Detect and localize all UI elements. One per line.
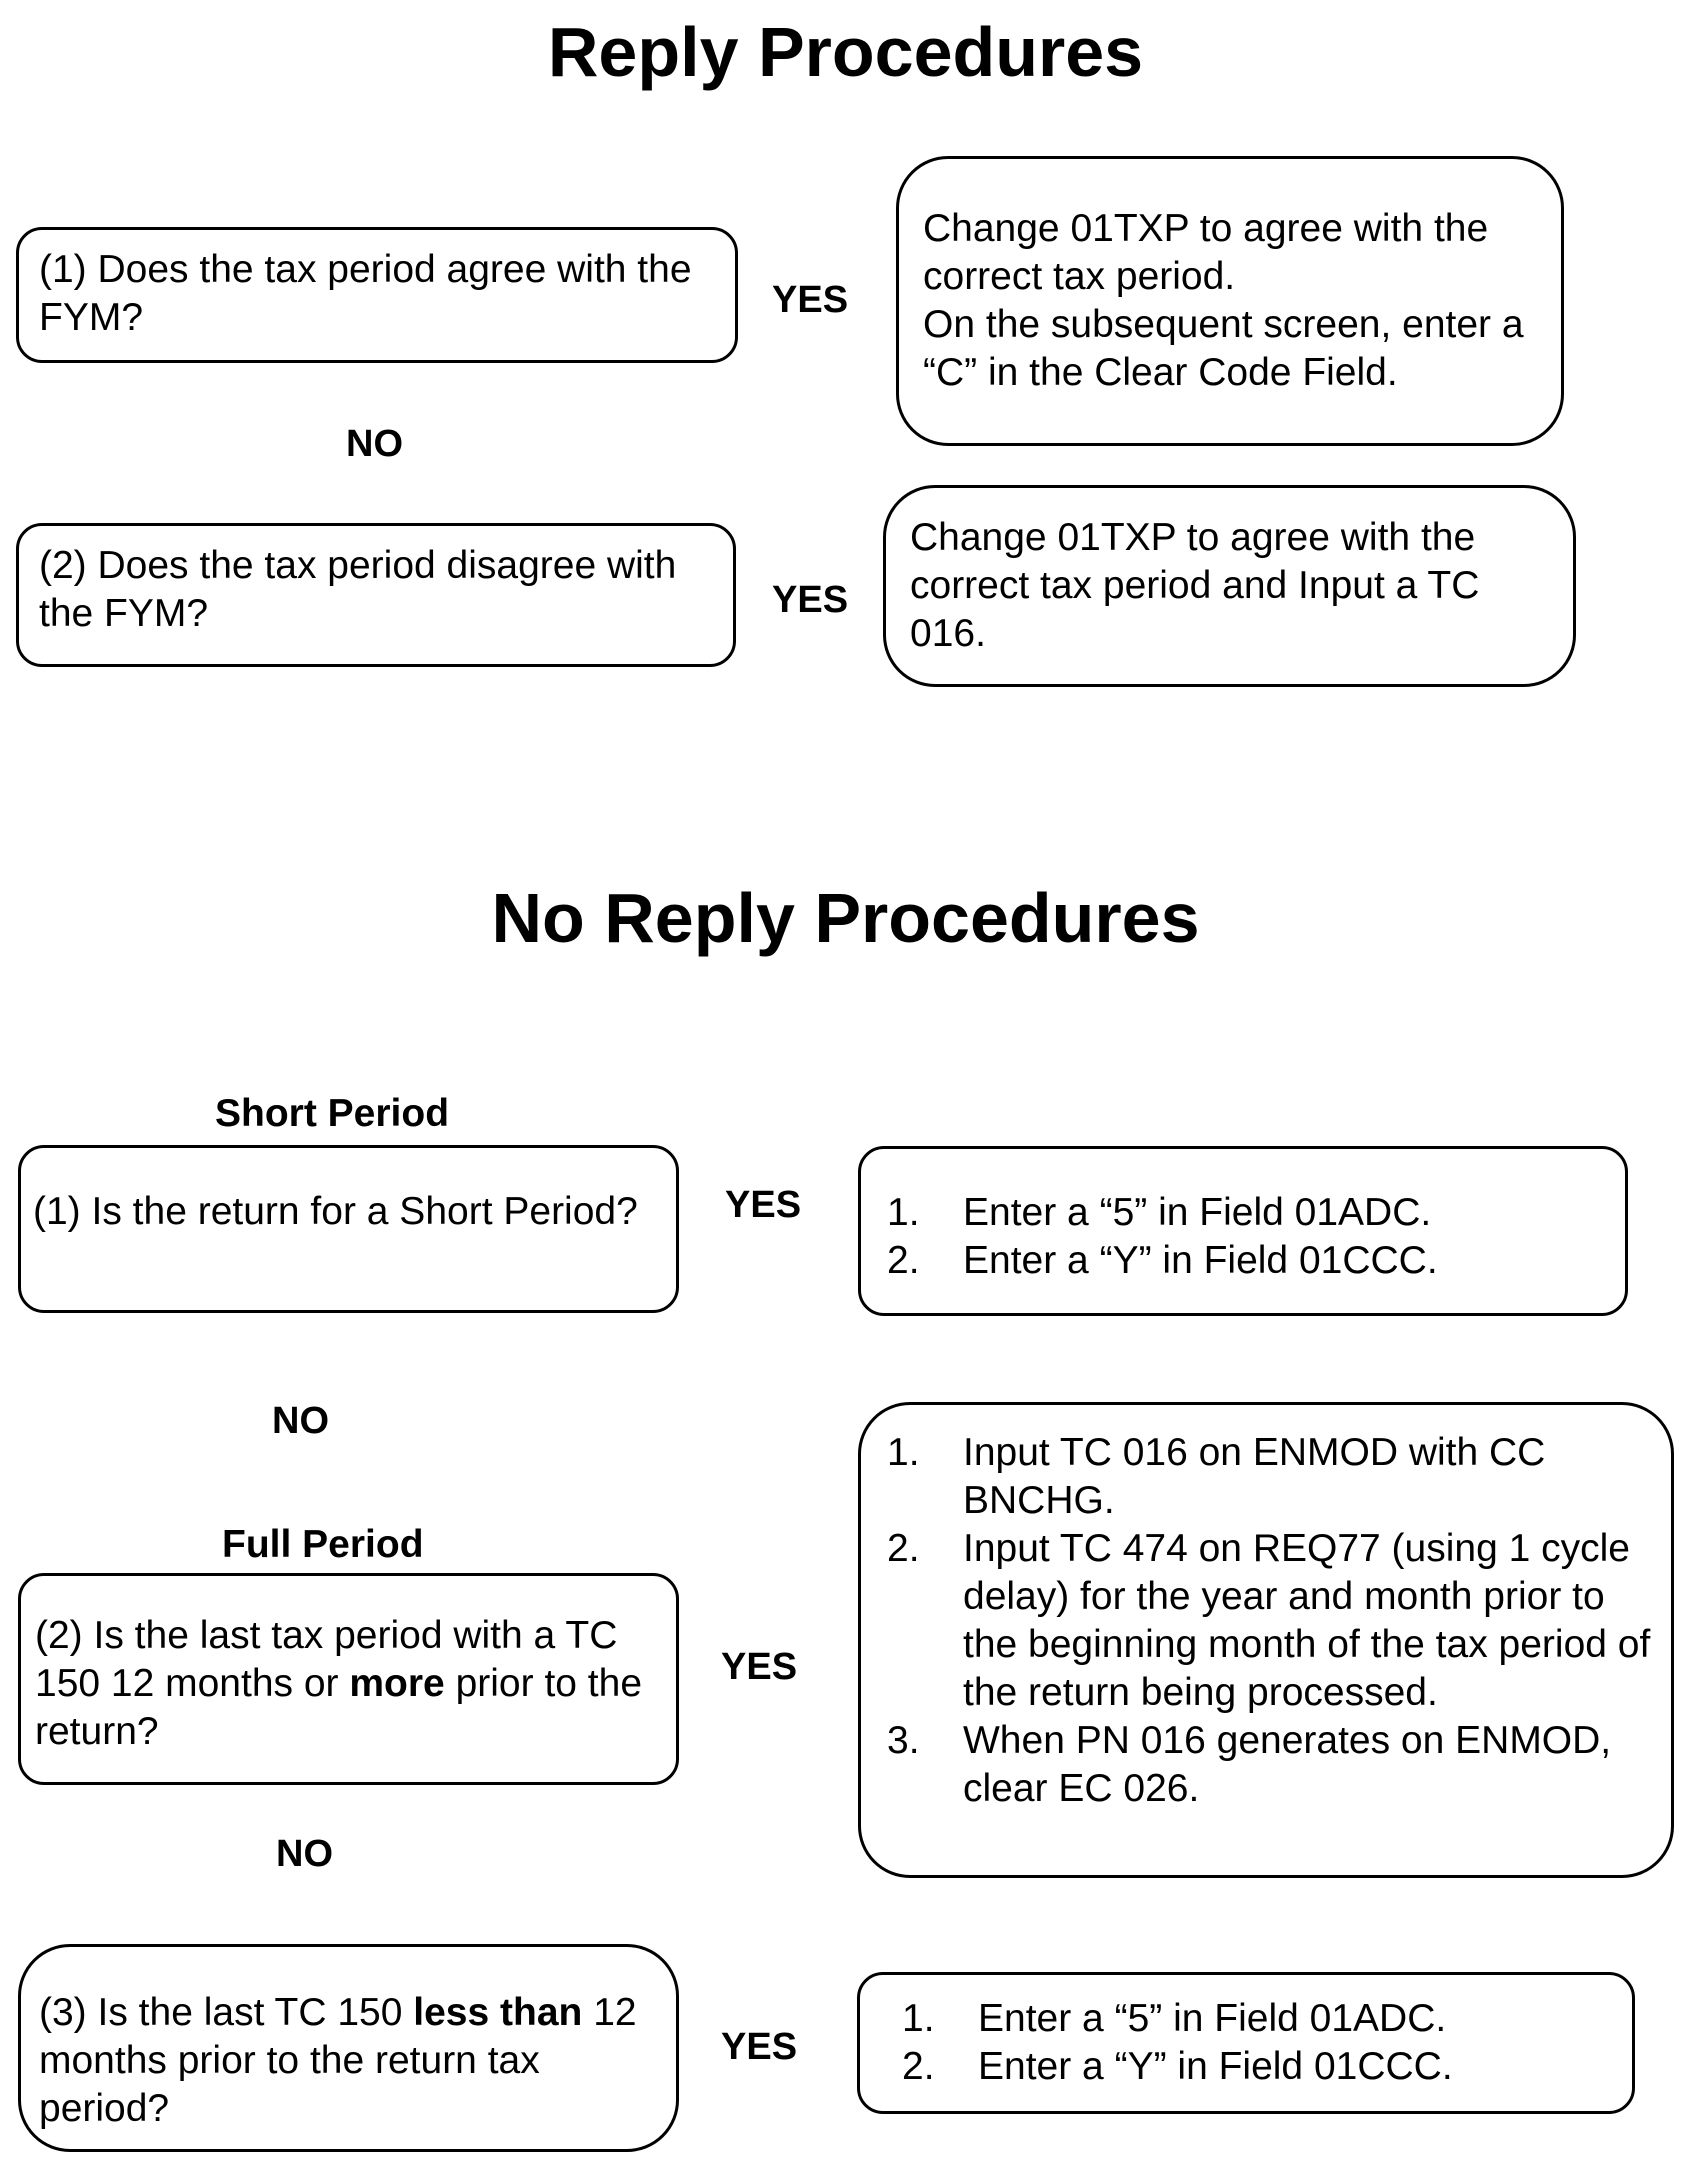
- step-text: Input TC 474 on REQ77 (using 1 cycle del…: [963, 1527, 1651, 1714]
- question-2-emphasis: more: [349, 1662, 445, 1705]
- step-item: 1. Enter a “5” in Field 01ADC.: [902, 1995, 1612, 2043]
- no-reply-question-1-box: (1) Is the return for a Short Period?: [18, 1145, 679, 1313]
- reply-question-1-text: (1) Does the tax period agree with the F…: [39, 248, 692, 339]
- no-reply-q3-yes-label: YES: [721, 2026, 798, 2068]
- step-item: 1. Input TC 016 on ENMOD with CC BNCHG.: [887, 1429, 1651, 1525]
- step-number: 2.: [887, 1239, 920, 1282]
- short-period-heading: Short Period: [215, 1092, 450, 1135]
- step-item: 2. Enter a “Y” in Field 01CCC.: [887, 1237, 1605, 1285]
- step-text: Enter a “Y” in Field 01CCC.: [963, 1239, 1438, 1282]
- step-number: 2.: [887, 1527, 920, 1570]
- step-number: 2.: [902, 2045, 935, 2088]
- reply-answer-2-box: Change 01TXP to agree with the correct t…: [883, 485, 1576, 687]
- no-reply-question-3-box: (3) Is the last TC 150 less than 12 mont…: [18, 1944, 679, 2152]
- no-reply-question-2-box: (2) Is the last tax period with a TC 150…: [18, 1573, 679, 1785]
- step-number: 3.: [887, 1719, 920, 1762]
- no-reply-q1-yes-label: YES: [725, 1184, 802, 1226]
- reply-answer-1-box: Change 01TXP to agree with the correct t…: [896, 156, 1564, 446]
- reply-question-1-box: (1) Does the tax period agree with the F…: [16, 227, 738, 363]
- step-number: 1.: [902, 1997, 935, 2040]
- question-3-emphasis: less than: [413, 1991, 583, 2034]
- no-reply-question-2-text: (2) Is the last tax period with a TC 150…: [35, 1612, 662, 1756]
- no-reply-q2-yes-label: YES: [721, 1646, 798, 1688]
- step-text: Enter a “Y” in Field 01CCC.: [978, 2045, 1453, 2088]
- no-reply-procedures-title: No Reply Procedures: [491, 879, 1200, 957]
- step-text: When PN 016 generates on ENMOD, clear EC…: [963, 1719, 1612, 1810]
- no-reply-answer-2-steps: 1. Input TC 016 on ENMOD with CC BNCHG. 2…: [887, 1429, 1651, 1813]
- no-reply-question-1-text: (1) Is the return for a Short Period?: [33, 1190, 638, 1233]
- reply-q1-yes-label: YES: [772, 279, 849, 321]
- step-number: 1.: [887, 1191, 920, 1234]
- no-reply-question-3-text: (3) Is the last TC 150 less than 12 mont…: [39, 1989, 662, 2133]
- step-item: 2. Input TC 474 on REQ77 (using 1 cycle d…: [887, 1525, 1651, 1717]
- reply-no-label: NO: [346, 423, 403, 465]
- no-reply-answer-1-box: 1. Enter a “5” in Field 01ADC. 2. Enter a …: [858, 1146, 1628, 1316]
- no-reply-no-label-1: NO: [272, 1400, 329, 1442]
- step-item: 2. Enter a “Y” in Field 01CCC.: [902, 2043, 1612, 2091]
- reply-procedures-title: Reply Procedures: [547, 13, 1144, 91]
- full-period-heading: Full Period: [222, 1523, 424, 1566]
- reply-q2-yes-label: YES: [772, 579, 849, 621]
- reply-answer-2-text: Change 01TXP to agree with the correct t…: [910, 516, 1480, 655]
- reply-question-2-box: (2) Does the tax period disagree with th…: [16, 523, 736, 667]
- no-reply-answer-2-box: 1. Input TC 016 on ENMOD with CC BNCHG. 2…: [858, 1402, 1674, 1878]
- no-reply-answer-3-steps: 1. Enter a “5” in Field 01ADC. 2. Enter a …: [902, 1995, 1612, 2091]
- no-reply-no-label-2: NO: [276, 1833, 333, 1875]
- step-item: 3. When PN 016 generates on ENMOD, clear …: [887, 1717, 1651, 1813]
- step-text: Enter a “5” in Field 01ADC.: [978, 1997, 1447, 2040]
- step-number: 1.: [887, 1431, 920, 1474]
- question-2-text-part-1: (2) Is the last tax period with a TC 150…: [35, 1614, 618, 1705]
- reply-question-2-text: (2) Does the tax period disagree with th…: [39, 544, 677, 635]
- step-item: 1. Enter a “5” in Field 01ADC.: [887, 1189, 1605, 1237]
- reply-answer-1-line-2: On the subsequent screen, enter a “C” in…: [923, 303, 1524, 394]
- question-3-text-part-1: (3) Is the last TC 150: [39, 1991, 414, 2034]
- no-reply-answer-1-steps: 1. Enter a “5” in Field 01ADC. 2. Enter a …: [887, 1189, 1605, 1285]
- reply-answer-1-line-1: Change 01TXP to agree with the correct t…: [923, 207, 1489, 298]
- question-3-text-part-2: 12 months prior to the return tax period…: [39, 1991, 637, 2130]
- no-reply-answer-3-box: 1. Enter a “5” in Field 01ADC. 2. Enter a …: [857, 1972, 1635, 2114]
- step-text: Input TC 016 on ENMOD with CC BNCHG.: [963, 1431, 1546, 1522]
- step-text: Enter a “5” in Field 01ADC.: [963, 1191, 1432, 1234]
- question-2-text-part-2: prior to the return?: [35, 1662, 643, 1753]
